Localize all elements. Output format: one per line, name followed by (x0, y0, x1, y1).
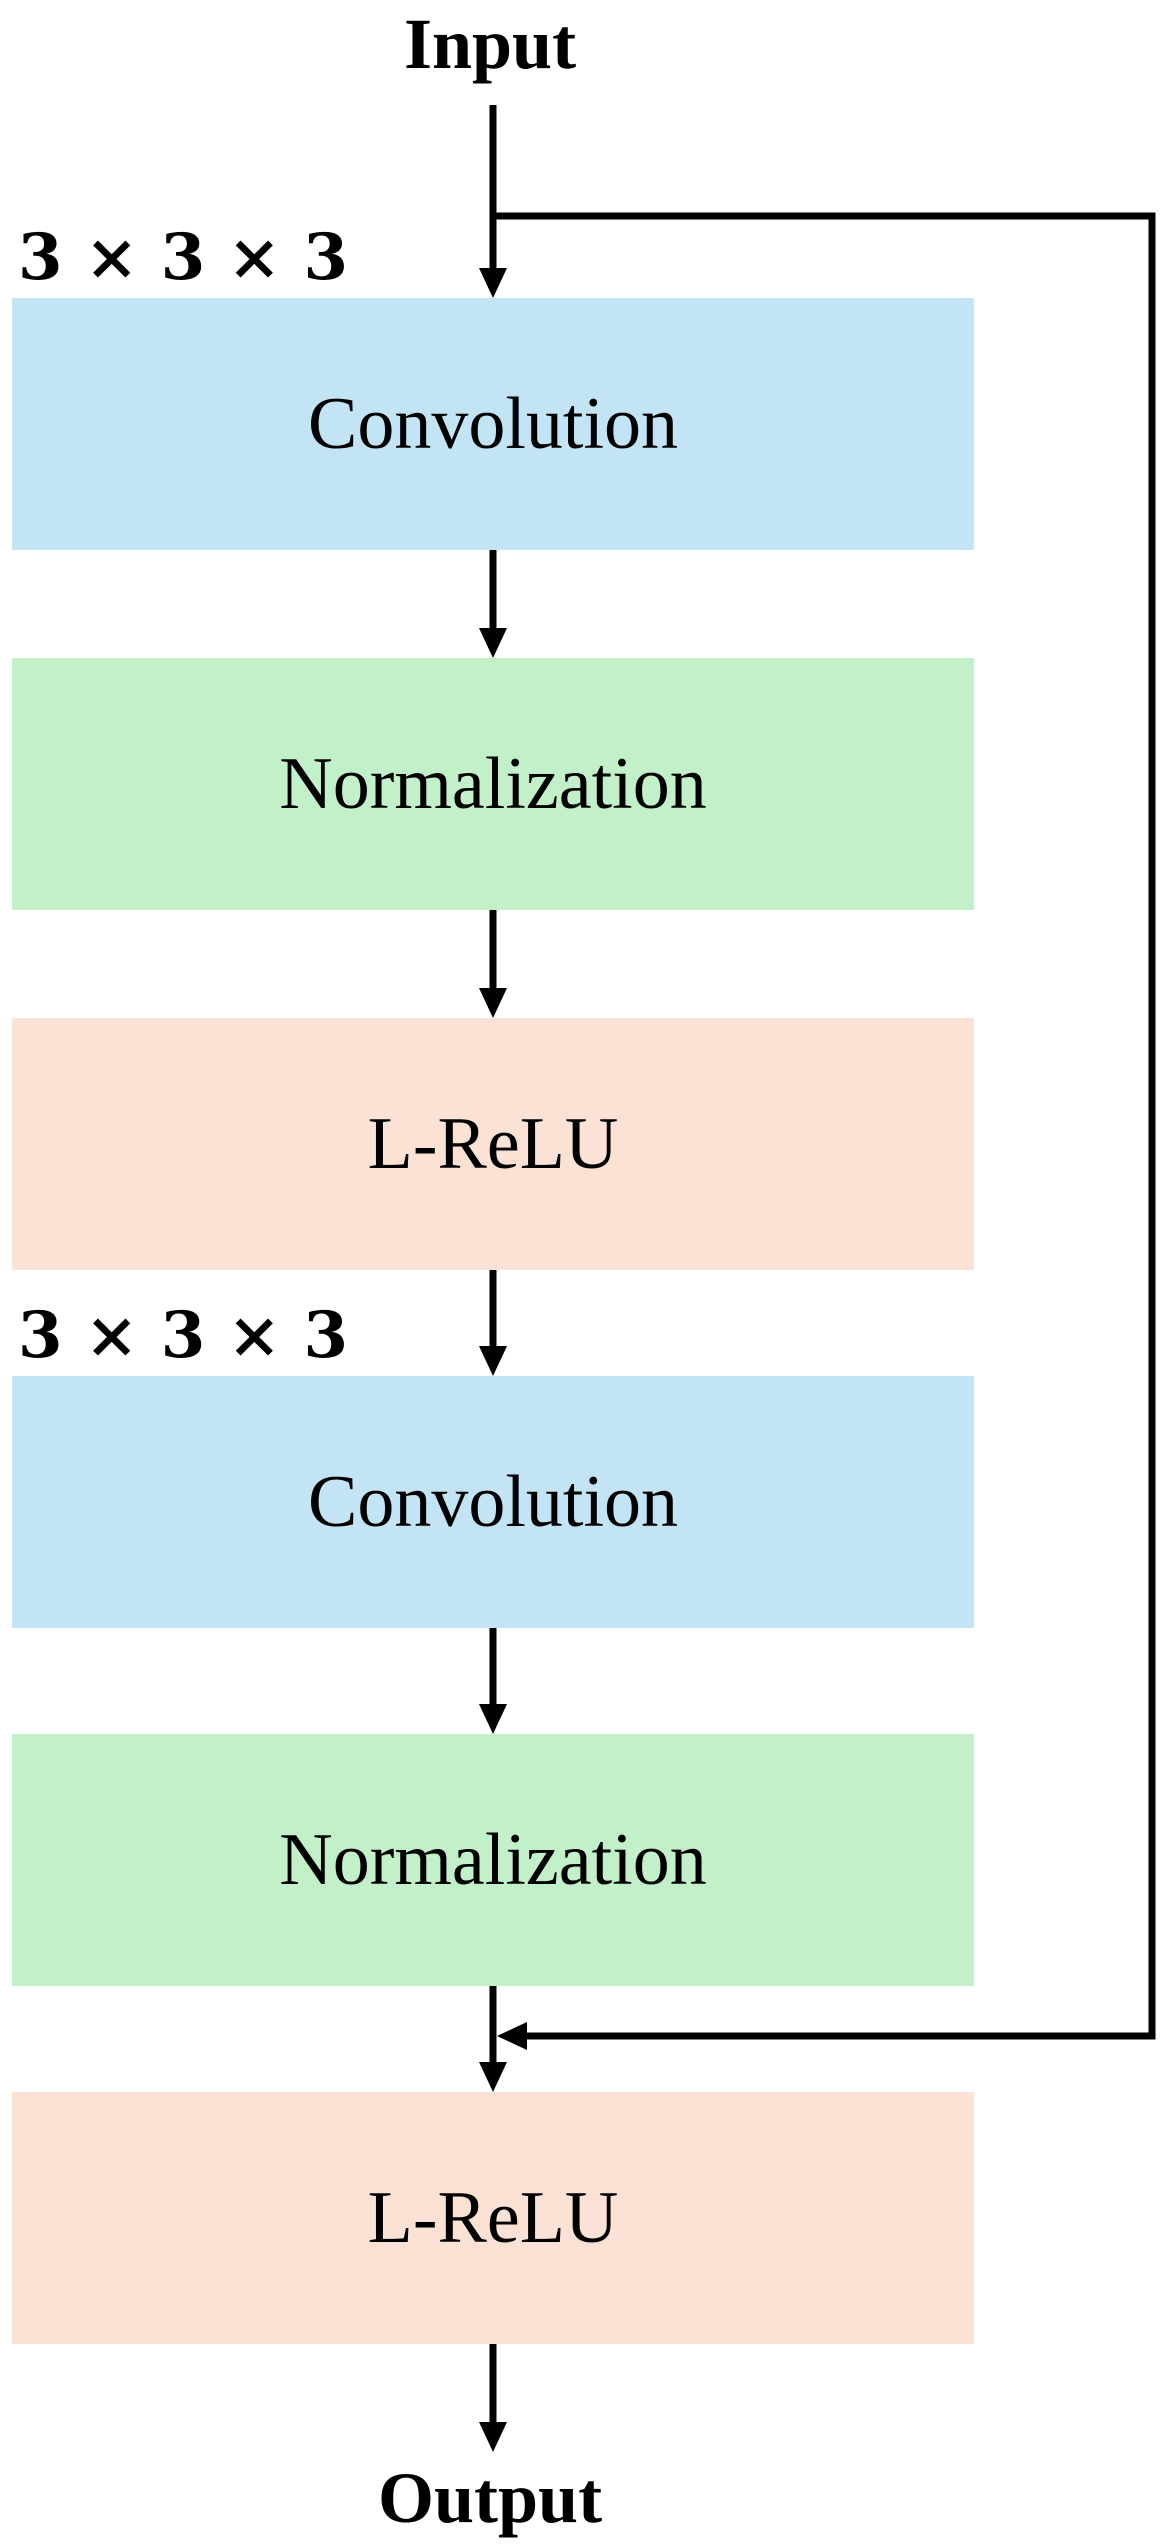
convolution-block-2-label: Convolution (307, 1461, 679, 1543)
convolution-block-1: Convolution (12, 298, 974, 550)
kernel-size-label-2: 3 × 3 × 3 (18, 1298, 348, 1373)
normalization-block-1-label: Normalization (279, 743, 707, 825)
normalization-block-2: Normalization (12, 1734, 974, 1986)
arrow-conv1-to-norm1-head (479, 628, 507, 658)
arrow-norm2-to-relu2-head (479, 2062, 507, 2092)
kernel-size-label-1: 3 × 3 × 3 (18, 220, 348, 295)
arrow-relu2-to-output-head (479, 2422, 507, 2452)
skip-connection-head (497, 2022, 527, 2050)
normalization-block-2-label: Normalization (279, 1819, 707, 1901)
arrow-norm1-to-relu1-head (479, 988, 507, 1018)
normalization-block-1: Normalization (12, 658, 974, 910)
output-label: Output (377, 2458, 603, 2538)
activation-block-1-label: L-ReLU (367, 1103, 619, 1185)
activation-block-2-label: L-ReLU (367, 2177, 619, 2259)
convolution-block-2: Convolution (12, 1376, 974, 1628)
arrow-relu1-to-conv2-head (479, 1346, 507, 1376)
activation-block-2: L-ReLU (12, 2092, 974, 2344)
arrow-group (479, 105, 1156, 2452)
activation-block-1: L-ReLU (12, 1018, 974, 1270)
arrow-input-to-conv1-head (479, 268, 507, 298)
input-label: Input (403, 4, 577, 84)
convolution-block-1-label: Convolution (307, 383, 679, 465)
arrow-conv2-to-norm2-head (479, 1704, 507, 1734)
